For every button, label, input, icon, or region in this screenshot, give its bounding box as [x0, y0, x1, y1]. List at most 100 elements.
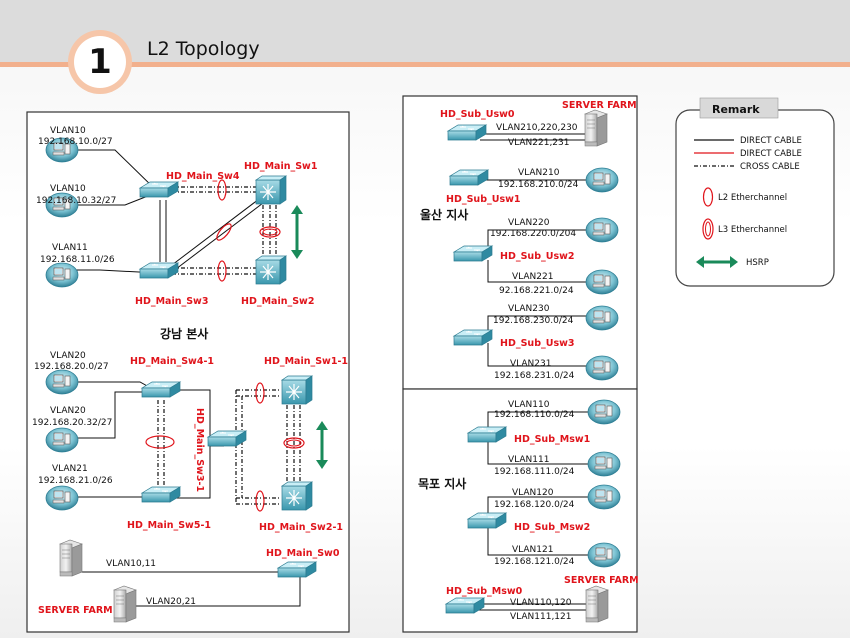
header-band — [0, 0, 850, 62]
switch-icon — [453, 245, 493, 262]
multilayer-switch-icon — [281, 481, 313, 511]
server-icon — [584, 109, 608, 147]
switch-icon — [447, 124, 487, 141]
area-label-mokpo: 목포 지사 — [418, 476, 466, 491]
vlan-label: VLAN110,120 — [510, 598, 572, 608]
pc-icon — [587, 399, 621, 425]
vlan-label: VLAN10 — [50, 184, 86, 194]
section-number: 1 — [74, 36, 126, 88]
switch-icon — [467, 512, 507, 529]
subnet-label: 192.168.121.0/24 — [494, 557, 575, 567]
pc-icon — [45, 485, 79, 511]
subnet-label: 192.168.20.32/27 — [32, 418, 112, 428]
vlan-label: VLAN110 — [508, 400, 550, 410]
legend-direct-red: DIRECT CABLE — [740, 149, 802, 159]
switch-icon — [449, 169, 489, 186]
subnet-label: 192.168.11.0/26 — [40, 255, 115, 265]
vlan-label: VLAN111,121 — [510, 612, 571, 622]
switch-icon — [453, 329, 493, 346]
switch-label: HD_Main_Sw1 — [244, 161, 317, 172]
pc-icon — [45, 369, 79, 395]
subnet-label: 92.168.221.0/24 — [499, 286, 574, 296]
server-vlan-label: VLAN10,11 — [106, 559, 156, 569]
vlan-label: VLAN10 — [50, 126, 86, 136]
legend-l3: L3 Etherchannel — [718, 225, 787, 235]
vlan-label: VLAN210,220,230 — [496, 123, 578, 133]
switch-label: HD_Main_Sw0 — [266, 548, 340, 559]
pc-icon — [587, 451, 621, 477]
vlan-label: VLAN20 — [50, 351, 86, 361]
switch-icon — [141, 486, 181, 503]
vlan-label: VLAN210 — [518, 168, 560, 178]
legend-hsrp: HSRP — [746, 258, 769, 268]
vlan-label: VLAN231 — [510, 359, 551, 369]
pc-icon — [585, 217, 619, 243]
switch-label: HD_Main_Sw3 — [135, 296, 208, 307]
subnet-label: 192.168.111.0/24 — [494, 467, 575, 477]
pc-icon — [45, 262, 79, 288]
multilayer-switch-icon — [281, 375, 313, 405]
l3-etherchannel-icon — [702, 218, 714, 240]
switch-icon — [141, 381, 181, 398]
legend-direct-black: DIRECT CABLE — [740, 136, 802, 146]
switch-label: HD_Main_Sw1-1 — [264, 356, 348, 367]
subnet-label: 192.168.21.0/26 — [38, 476, 113, 486]
subnet-label: 192.168.230.0/24 — [493, 316, 574, 326]
subnet-label: 192.168.220.0/204 — [490, 229, 576, 239]
vlan-label: VLAN230 — [508, 304, 550, 314]
area-label-ulsan: 울산 지사 — [420, 207, 468, 222]
switch-icon — [139, 262, 179, 279]
switch-icon — [277, 561, 317, 578]
pc-icon — [585, 305, 619, 331]
pc-icon — [45, 427, 79, 453]
legend-l2: L2 Etherchannel — [718, 193, 787, 203]
subnet-label: 192.168.231.0/24 — [494, 371, 575, 381]
subnet-label: 192.168.120.0/24 — [494, 500, 575, 510]
switch-label: HD_Sub_Usw2 — [500, 251, 575, 262]
server-icon — [113, 585, 137, 623]
switch-icon — [467, 426, 507, 443]
switch-label: HD_Main_Sw2 — [241, 296, 314, 307]
vlan-label: VLAN111 — [508, 455, 549, 465]
switch-icon — [139, 181, 179, 198]
page-title: L2 Topology — [147, 38, 260, 60]
server-icon — [59, 539, 83, 577]
server-farm-label: SERVER FARM — [562, 100, 637, 111]
switch-label: HD_Sub_Msw1 — [514, 434, 590, 445]
switch-label: HD_Main_Sw2-1 — [259, 522, 343, 533]
pc-icon — [587, 542, 621, 568]
legend-cross: CROSS CABLE — [740, 162, 800, 172]
subnet-label: 192.168.10.0/27 — [38, 137, 113, 147]
switch-label: HD_Main_Sw4 — [166, 171, 240, 182]
vlan-label: VLAN220 — [508, 218, 550, 228]
switch-icon — [207, 430, 247, 447]
legend-title-box — [699, 97, 779, 119]
vlan-label: VLAN21 — [52, 464, 88, 474]
pc-icon — [585, 269, 619, 295]
switch-label: HD_Sub_Usw1 — [446, 194, 521, 205]
server-farm-label: SERVER FARM — [564, 575, 639, 586]
multilayer-switch-icon — [255, 255, 287, 285]
switch-icon — [445, 597, 485, 614]
pc-icon — [585, 167, 619, 193]
vlan-label: VLAN121 — [512, 545, 553, 555]
vlan-label: VLAN221,231 — [508, 138, 569, 148]
server-vlan-label: VLAN20,21 — [146, 597, 196, 607]
vlan-label: VLAN120 — [512, 488, 554, 498]
switch-label: HD_Sub_Msw0 — [446, 586, 523, 597]
vlan-label: VLAN20 — [50, 406, 86, 416]
switch-label: HD_Main_Sw3-1 — [194, 408, 205, 492]
area-label-gangnam: 강남 본사 — [160, 326, 208, 341]
pc-icon — [587, 484, 621, 510]
vlan-label: VLAN11 — [52, 243, 88, 253]
subnet-label: 192.168.20.0/27 — [34, 362, 109, 372]
header-accent-line — [0, 62, 850, 67]
switch-label: HD_Sub_Usw3 — [500, 338, 575, 349]
server-icon — [585, 585, 609, 623]
switch-label: HD_Sub_Usw0 — [440, 109, 515, 120]
pc-icon — [585, 355, 619, 381]
subnet-label: 192.168.10.32/27 — [36, 196, 116, 206]
subnet-label: 192.168.110.0/24 — [494, 410, 575, 420]
multilayer-switch-icon — [255, 175, 287, 205]
